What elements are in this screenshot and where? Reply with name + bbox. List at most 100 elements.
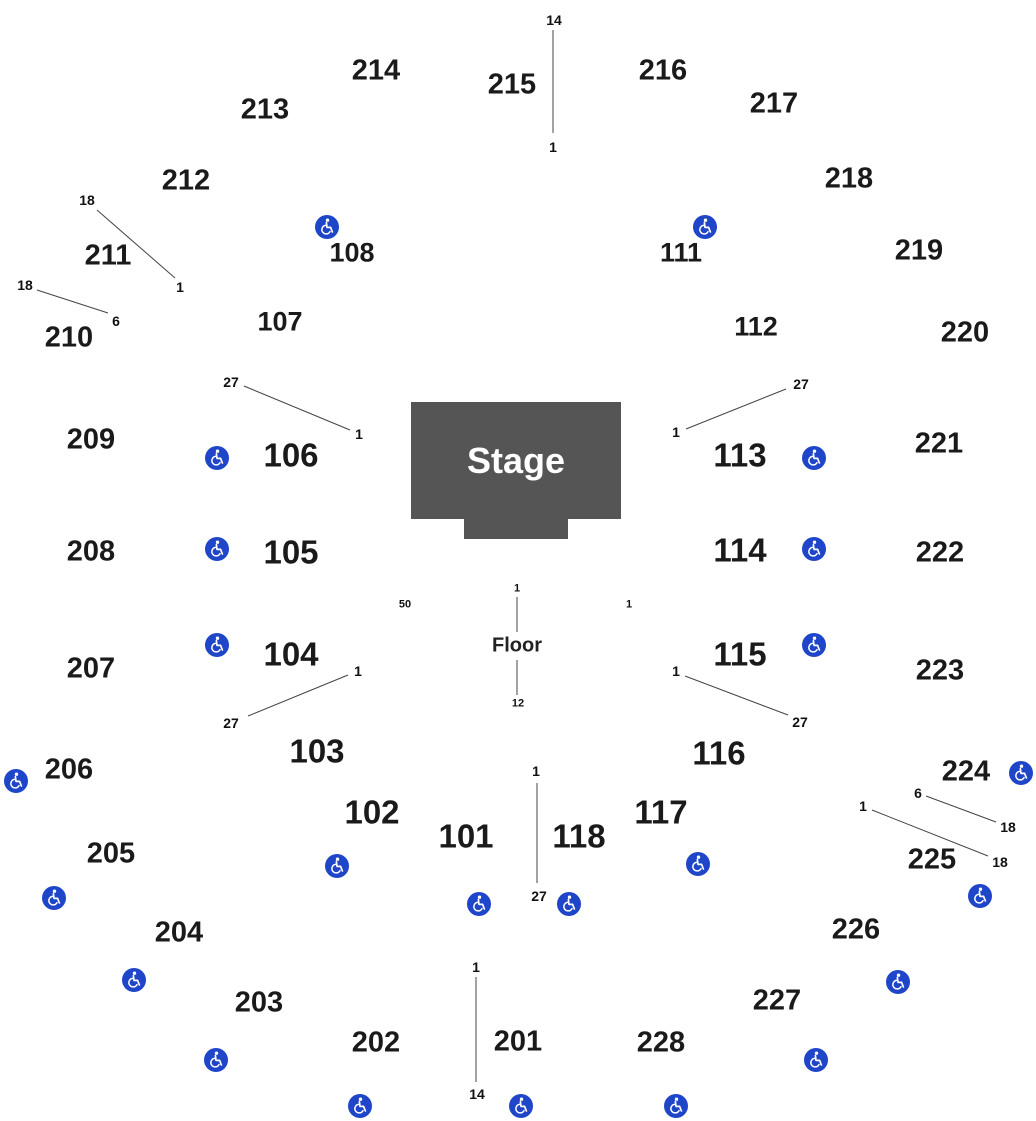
section-115[interactable]: 115 [713,635,767,673]
section-217[interactable]: 217 [749,87,799,120]
section-214[interactable]: 214 [351,54,401,87]
stage-thrust [464,518,568,539]
section-220[interactable]: 220 [940,316,990,349]
row-label: 27 [531,888,547,904]
row-label: 1 [354,663,362,679]
wheelchair-accessible-icon [686,852,710,876]
row-label: 6 [112,313,120,329]
section-226[interactable]: 226 [831,913,881,946]
wheelchair-accessible-icon [42,886,66,910]
section-224[interactable]: 224 [941,755,991,788]
wheelchair-accessible-icon [886,970,910,994]
section-207[interactable]: 207 [66,652,116,685]
row-label: 18 [1000,819,1016,835]
section-101[interactable]: 101 [438,817,494,855]
section-218[interactable]: 218 [824,162,874,195]
section-208[interactable]: 208 [66,535,116,568]
stage-label: Stage [466,440,566,481]
row-label: 1 [672,663,680,679]
section-118[interactable]: 118 [552,817,606,855]
wheelchair-accessible-icon [348,1094,372,1118]
section-108[interactable]: 108 [329,237,375,268]
section-221[interactable]: 221 [914,427,964,460]
row-label: 1 [176,279,184,295]
row-line-224 [925,795,997,823]
floor-section-label[interactable]: Floor [492,634,542,657]
section-106[interactable]: 106 [263,436,319,474]
section-215[interactable]: 215 [487,68,537,101]
row-line-211 [96,209,176,279]
section-116[interactable]: 116 [692,734,746,772]
section-117[interactable]: 117 [634,793,688,831]
row-line-115 [684,675,789,716]
wheelchair-accessible-icon [205,633,229,657]
section-212[interactable]: 212 [161,164,211,197]
wheelchair-accessible-icon [4,769,28,793]
wheelchair-accessible-icon [664,1094,688,1118]
section-103[interactable]: 103 [289,732,345,770]
section-203[interactable]: 203 [234,986,284,1019]
row-label: 1 [625,598,633,611]
row-label: 18 [17,277,33,293]
wheelchair-accessible-icon [205,537,229,561]
row-label: 1 [859,798,867,814]
section-228[interactable]: 228 [636,1026,686,1059]
wheelchair-accessible-icon [802,633,826,657]
row-label: 1 [472,959,480,975]
section-104[interactable]: 104 [263,635,319,673]
wheelchair-accessible-icon [325,854,349,878]
section-213[interactable]: 213 [240,93,290,126]
wheelchair-accessible-icon [315,215,339,239]
row-label: 27 [223,715,239,731]
row-line-106 [243,385,351,431]
section-112[interactable]: 112 [734,311,778,342]
section-202[interactable]: 202 [351,1026,401,1059]
wheelchair-accessible-icon [509,1094,533,1118]
section-219[interactable]: 219 [894,234,944,267]
section-204[interactable]: 204 [154,916,204,949]
section-225[interactable]: 225 [907,843,957,876]
row-label: 27 [793,376,809,392]
section-222[interactable]: 222 [915,536,965,569]
section-114[interactable]: 114 [713,531,767,569]
section-102[interactable]: 102 [344,793,400,831]
stage[interactable] [411,402,621,519]
row-line-210 [36,289,109,314]
row-line-104 [247,674,349,717]
wheelchair-accessible-icon [204,1048,228,1072]
section-113[interactable]: 113 [713,436,767,474]
row-label: 1 [549,139,557,155]
wheelchair-accessible-icon [802,446,826,470]
row-label: 1 [672,424,680,440]
section-201[interactable]: 201 [493,1025,543,1058]
wheelchair-accessible-icon [968,884,992,908]
row-line-113 [685,388,787,430]
row-label: 50 [398,598,412,611]
section-206[interactable]: 206 [44,753,94,786]
wheelchair-accessible-icon [122,968,146,992]
section-223[interactable]: 223 [915,654,965,687]
section-227[interactable]: 227 [752,984,802,1017]
wheelchair-accessible-icon [802,537,826,561]
section-211[interactable]: 211 [84,239,132,272]
section-105[interactable]: 105 [263,533,319,571]
section-107[interactable]: 107 [257,306,303,337]
row-label: 14 [546,12,562,28]
row-label: 18 [992,854,1008,870]
wheelchair-accessible-icon [467,892,491,916]
section-205[interactable]: 205 [86,837,136,870]
row-label: 27 [792,714,808,730]
section-210[interactable]: 210 [44,321,94,354]
wheelchair-accessible-icon [557,892,581,916]
wheelchair-accessible-icon [804,1048,828,1072]
wheelchair-accessible-icon [693,215,717,239]
section-209[interactable]: 209 [66,423,116,456]
row-label: 14 [469,1086,485,1102]
row-label: 18 [79,192,95,208]
row-line-225 [871,809,989,857]
row-label: 1 [513,582,521,595]
section-111[interactable]: 111 [659,237,703,268]
wheelchair-accessible-icon [205,446,229,470]
section-216[interactable]: 216 [638,54,688,87]
